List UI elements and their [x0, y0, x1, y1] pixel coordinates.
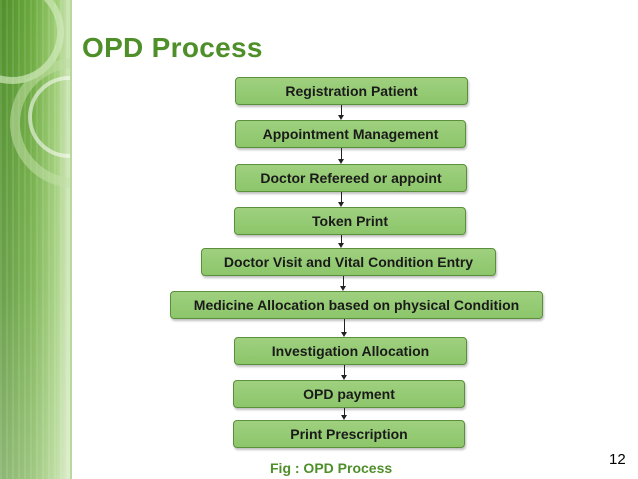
arrow-8-shaft [344, 408, 345, 415]
arrow-5-shaft [343, 276, 344, 286]
arrow-1-head [338, 115, 344, 120]
arrow-3-head [338, 202, 344, 207]
step-registration-patient: Registration Patient [235, 77, 468, 105]
arrow-1-shaft [341, 105, 342, 115]
step-token-print: Token Print [234, 207, 466, 235]
arrow-2-head [338, 159, 344, 164]
arrow-4-head [338, 243, 344, 248]
step-print-prescription: Print Prescription [233, 420, 465, 448]
step-medicine-allocation: Medicine Allocation based on physical Co… [170, 291, 543, 319]
figure-caption: Fig : OPD Process [270, 460, 393, 476]
arrow-6-shaft [344, 319, 345, 332]
arrow-3-shaft [341, 192, 342, 202]
arrow-5-head [340, 286, 346, 291]
step-doctor-refereed: Doctor Refereed or appoint [235, 164, 467, 192]
arrow-4-shaft [341, 235, 342, 243]
slide-number: 12 [609, 451, 626, 468]
step-appointment-management: Appointment Management [235, 120, 466, 148]
arrow-8-head [341, 415, 347, 420]
slide-side-band [0, 0, 70, 479]
step-doctor-visit: Doctor Visit and Vital Condition Entry [201, 248, 496, 276]
arrow-7-head [341, 375, 347, 380]
slide-title: OPD Process [82, 32, 263, 63]
step-opd-payment: OPD payment [233, 380, 465, 408]
arrow-7-shaft [344, 365, 345, 375]
arrow-2-shaft [341, 148, 342, 159]
side-band-divider [70, 0, 72, 479]
side-band-fade [0, 0, 70, 479]
step-investigation-allocation: Investigation Allocation [234, 337, 467, 365]
arrow-6-head [341, 332, 347, 337]
